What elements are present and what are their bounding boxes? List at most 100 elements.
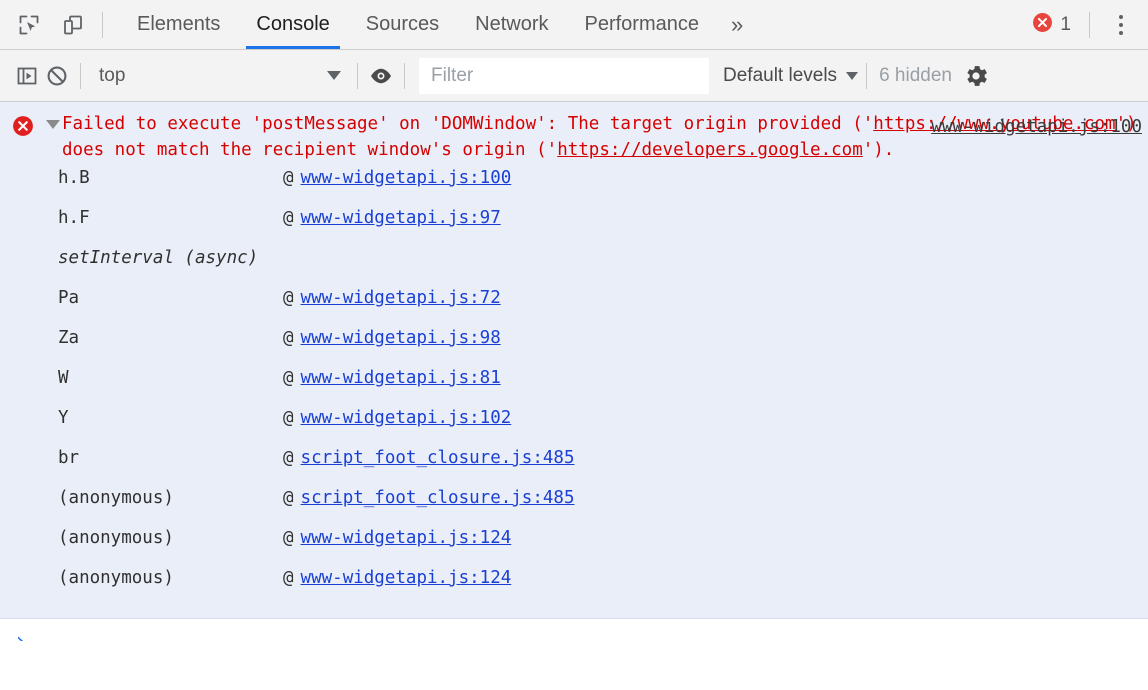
execution-context-value: top — [99, 64, 126, 86]
error-text-segment-3: '). — [862, 140, 895, 160]
error-count-badge[interactable]: 1 — [1024, 12, 1079, 38]
stack-frame-function: h.F — [58, 208, 90, 228]
tab-network-label: Network — [475, 13, 549, 35]
expand-triangle-icon[interactable] — [46, 120, 60, 129]
error-source-link[interactable]: www-widgetapi.js:100 — [931, 117, 1142, 137]
stack-frame-at: @ — [283, 288, 294, 308]
stack-frame[interactable]: h.B @ www-widgetapi.js:100 — [0, 168, 1148, 208]
toolbar-divider-4 — [866, 62, 868, 89]
stack-frame-function: setInterval (async) — [58, 248, 259, 268]
clear-console-icon[interactable] — [42, 61, 72, 91]
stack-frame-at: @ — [283, 208, 294, 228]
toolbar-divider-3 — [404, 62, 405, 89]
stack-frame-link[interactable]: www-widgetapi.js:98 — [300, 328, 501, 348]
stack-frame-link[interactable]: www-widgetapi.js:81 — [300, 368, 501, 388]
log-levels-label: Default levels — [723, 64, 838, 86]
stack-frame[interactable]: (anonymous) @ www-widgetapi.js:124 — [0, 528, 1148, 568]
stack-frame-link[interactable]: www-widgetapi.js:97 — [300, 208, 501, 228]
stack-frame-at: @ — [283, 488, 294, 508]
stack-frame[interactable]: Pa @ www-widgetapi.js:72 — [0, 288, 1148, 328]
hidden-messages-label[interactable]: 6 hidden — [879, 64, 952, 86]
toolbar-divider-2 — [357, 62, 358, 89]
tab-elements-label: Elements — [137, 13, 221, 35]
device-toolbar-icon[interactable] — [58, 10, 88, 40]
error-text-segment-2: ') does not match the recipient window's… — [62, 114, 1148, 160]
stack-frame[interactable]: h.F @ www-widgetapi.js:97 — [0, 208, 1148, 248]
stack-frame-function: (anonymous) — [58, 528, 174, 548]
toolbar-divider-1 — [80, 62, 81, 89]
panel-tabs: Elements Console Sources Network Perform… — [119, 0, 757, 49]
console-toolbar: top Default levels 6 hidden — [0, 50, 1148, 102]
kebab-dot — [1119, 30, 1123, 35]
chevron-double-right-icon: » — [731, 11, 744, 37]
stack-frame[interactable]: Za @ www-widgetapi.js:98 — [0, 328, 1148, 368]
stack-frame-link[interactable]: script_foot_closure.js:485 — [300, 488, 575, 508]
filter-input-wrapper[interactable] — [419, 57, 709, 94]
stack-frame-link[interactable]: www-widgetapi.js:124 — [300, 568, 512, 588]
error-url-developers-google[interactable]: https://developers.google.com — [557, 140, 863, 160]
console-error-message[interactable]: Failed to execute 'postMessage' on 'DOMW… — [0, 102, 1148, 619]
console-prompt[interactable]: › — [0, 619, 1148, 641]
stack-frame-link[interactable]: www-widgetapi.js:72 — [300, 288, 501, 308]
stack-frame-link[interactable]: www-widgetapi.js:100 — [300, 168, 512, 188]
more-tabs-button[interactable]: » — [717, 0, 757, 49]
console-message-list[interactable]: Failed to execute 'postMessage' on 'DOMW… — [0, 102, 1148, 641]
stack-frame[interactable]: (anonymous) @ script_foot_closure.js:485 — [0, 488, 1148, 528]
stack-frame-at: @ — [283, 328, 294, 348]
tab-sources-label: Sources — [365, 13, 440, 35]
stack-frame-at: @ — [283, 528, 294, 548]
chevron-down-icon — [327, 71, 341, 80]
error-message-text: Failed to execute 'postMessage' on 'DOMW… — [62, 111, 1148, 163]
filter-input[interactable] — [429, 63, 699, 88]
error-url-youtube[interactable]: https://www.youtube.com — [873, 114, 1116, 134]
stack-frame-link[interactable]: www-widgetapi.js:102 — [300, 408, 512, 428]
console-sidebar-toggle-icon[interactable] — [12, 61, 42, 91]
stack-frame-function: Za — [58, 328, 80, 348]
devtools-tabbar: Elements Console Sources Network Perform… — [0, 0, 1148, 50]
tab-elements[interactable]: Elements — [119, 0, 238, 49]
stack-frame-function: Pa — [58, 288, 80, 308]
stack-trace: h.B @ www-widgetapi.js:100 h.F @ www-wid… — [0, 166, 1148, 618]
stack-frame-at: @ — [283, 408, 294, 428]
error-circle-icon — [12, 115, 34, 163]
error-icon-cell — [0, 111, 46, 163]
tab-performance[interactable]: Performance — [567, 0, 718, 49]
stack-frame-at: @ — [283, 168, 294, 188]
stack-frame-function: br — [58, 448, 80, 468]
stack-frame-link[interactable]: www-widgetapi.js:124 — [300, 528, 512, 548]
execution-context-selector[interactable]: top — [89, 65, 349, 87]
kebab-dot — [1119, 22, 1123, 27]
tab-console-label: Console — [256, 13, 330, 35]
error-text-segment-1: Failed to execute 'postMessage' on 'DOMW… — [62, 114, 874, 134]
tab-network[interactable]: Network — [457, 0, 566, 49]
settings-gear-icon[interactable] — [962, 62, 990, 90]
stack-frame-function: h.B — [58, 168, 90, 188]
tab-sources[interactable]: Sources — [348, 0, 457, 49]
tabbar-divider — [102, 11, 103, 38]
stack-frame-at: @ — [283, 568, 294, 588]
tabbar-right-group: 1 — [1024, 0, 1148, 49]
error-count-label: 1 — [1060, 13, 1071, 35]
tabbar-right-divider — [1089, 11, 1090, 38]
tab-performance-label: Performance — [584, 13, 700, 35]
stack-frame-function: Y — [58, 408, 69, 428]
kebab-menu-icon[interactable] — [1106, 8, 1136, 42]
tabbar-left-icons — [0, 0, 94, 49]
stack-frame-link[interactable]: script_foot_closure.js:485 — [300, 448, 575, 468]
live-expression-eye-icon[interactable] — [366, 61, 396, 91]
stack-frame[interactable]: Y @ www-widgetapi.js:102 — [0, 408, 1148, 448]
stack-frame[interactable]: (anonymous) @ www-widgetapi.js:124 — [0, 568, 1148, 608]
stack-frame-function: (anonymous) — [58, 488, 174, 508]
stack-frame[interactable]: W @ www-widgetapi.js:81 — [0, 368, 1148, 408]
tab-console[interactable]: Console — [238, 0, 347, 49]
stack-frame-function: W — [58, 368, 69, 388]
log-levels-selector[interactable]: Default levels — [723, 64, 859, 87]
stack-frame[interactable]: br @ script_foot_closure.js:485 — [0, 448, 1148, 488]
error-message-header: Failed to execute 'postMessage' on 'DOMW… — [0, 102, 1148, 166]
stack-frame-function: (anonymous) — [58, 568, 174, 588]
chevron-right-icon: › — [16, 631, 25, 642]
stack-frame-async-boundary: setInterval (async) — [0, 248, 1148, 288]
chevron-down-icon — [846, 71, 859, 80]
kebab-dot — [1119, 14, 1123, 19]
inspect-element-icon[interactable] — [14, 10, 44, 40]
